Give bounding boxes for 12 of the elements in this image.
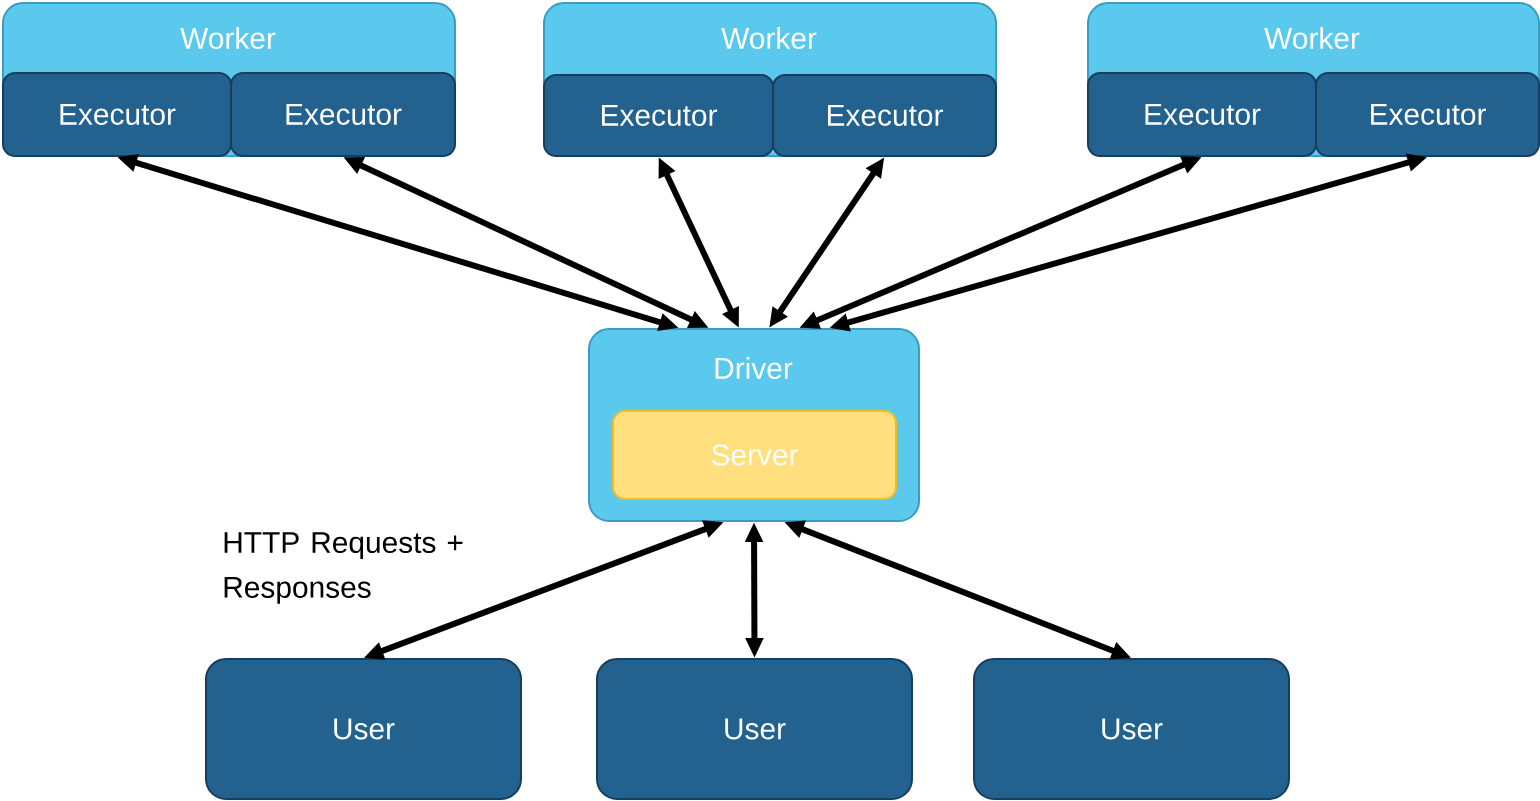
executor-box: Executor [230,72,456,157]
user-box: User [205,658,522,800]
executor-box: Executor [1315,72,1540,157]
executor-box: Executor [1087,72,1317,157]
executor-box: Executor [772,74,997,157]
user-box: User [973,658,1290,800]
node-label: Executor [1371,104,1486,125]
server-box: Server [612,410,897,500]
user-box: User [596,658,913,800]
executor-box: Executor [543,74,774,157]
note-text: HTTP Requests + Responses [224,532,463,604]
executor-box: Executor [2,72,232,157]
